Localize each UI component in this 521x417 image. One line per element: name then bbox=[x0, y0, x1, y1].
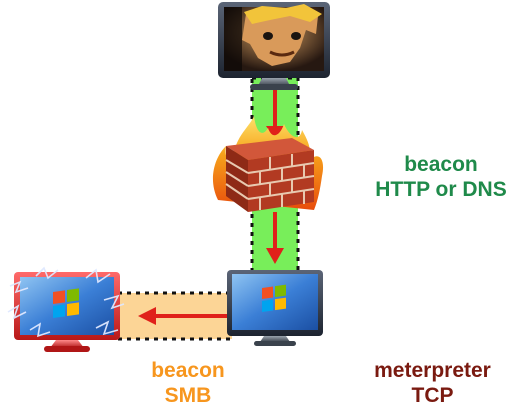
tcp-label-line2: TCP bbox=[411, 384, 454, 408]
tcp-label-line1: meterpreter bbox=[374, 359, 491, 382]
smb-label-line1: beacon bbox=[151, 359, 225, 382]
arrow-down-top bbox=[266, 84, 284, 140]
arrow-down-bottom bbox=[266, 212, 284, 264]
attacker-monitor-icon bbox=[218, 2, 330, 90]
tcp-label: meterpreter TCP bbox=[350, 358, 515, 408]
smb-label: beacon SMB bbox=[128, 358, 248, 408]
smb-label-line2: SMB bbox=[164, 384, 212, 408]
arrow-left bbox=[138, 307, 230, 325]
compromised-windows-monitor-icon bbox=[7, 266, 125, 352]
http-dns-label: beacon HTTP or DNS bbox=[356, 152, 521, 202]
firewall-icon bbox=[212, 116, 324, 212]
windows-monitor-icon bbox=[227, 270, 323, 346]
http-dns-label-line1: beacon bbox=[404, 153, 478, 176]
http-dns-label-line2: HTTP or DNS bbox=[375, 178, 507, 202]
